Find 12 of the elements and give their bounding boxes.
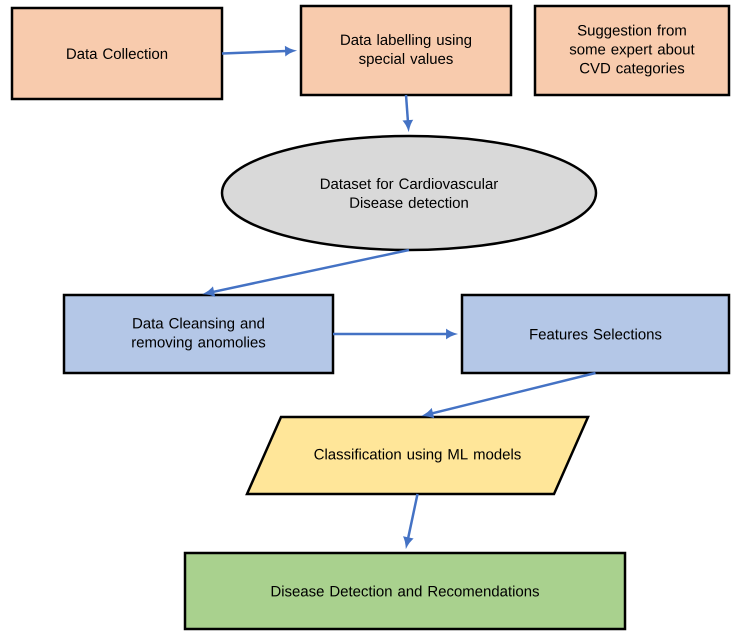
process-box: Features Selections	[460, 294, 730, 374]
process-box: Data labelling using special values	[300, 4, 512, 96]
arrow	[205, 248, 410, 296]
process-box: Data Collection	[10, 6, 224, 100]
process-box: Suggestion from some expert about CVD categories	[534, 4, 730, 96]
process-box: Data Cleansing and removing anomolies	[62, 294, 334, 374]
arrow	[222, 46, 294, 56]
arrow	[333, 330, 456, 338]
process-box: Disease Detection and Recomendations	[184, 552, 626, 630]
arrow	[404, 94, 412, 130]
arrow	[404, 494, 419, 546]
arrow	[424, 372, 596, 418]
